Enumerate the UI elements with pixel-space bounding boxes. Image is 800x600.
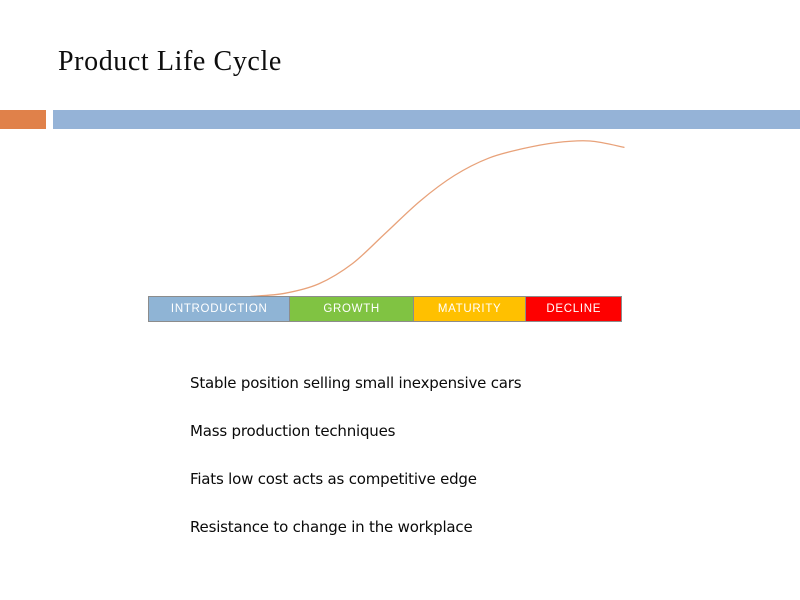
stage-label-introduction: INTRODUCTION bbox=[170, 303, 268, 315]
banner-accent-block bbox=[0, 110, 46, 129]
title-divider-banner bbox=[0, 110, 800, 129]
page-title: Product Life Cycle bbox=[58, 46, 282, 77]
stage-segment-introduction[interactable]: INTRODUCTION bbox=[149, 297, 291, 321]
list-item: Stable position selling small inexpensiv… bbox=[190, 374, 522, 392]
product-life-cycle-chart bbox=[0, 130, 800, 330]
banner-main-bar bbox=[53, 110, 800, 129]
sales-curve-path bbox=[250, 140, 625, 298]
stage-segment-decline[interactable]: DECLINE bbox=[526, 297, 622, 321]
life-cycle-stage-bar: INTRODUCTION GROWTH MATURITY DECLINE bbox=[148, 296, 622, 322]
list-item: Mass production techniques bbox=[190, 422, 396, 440]
list-item: Fiats low cost acts as competitive edge bbox=[190, 470, 477, 488]
life-cycle-curve-svg bbox=[250, 140, 625, 298]
stage-segment-maturity[interactable]: MATURITY bbox=[413, 297, 527, 321]
stage-label-growth: GROWTH bbox=[323, 303, 380, 315]
stage-label-decline: DECLINE bbox=[546, 303, 602, 315]
stage-segment-growth[interactable]: GROWTH bbox=[290, 297, 414, 321]
bullet-list: Stable position selling small inexpensiv… bbox=[190, 376, 750, 535]
list-item: Resistance to change in the workplace bbox=[190, 518, 473, 536]
stage-label-maturity: MATURITY bbox=[437, 303, 502, 315]
